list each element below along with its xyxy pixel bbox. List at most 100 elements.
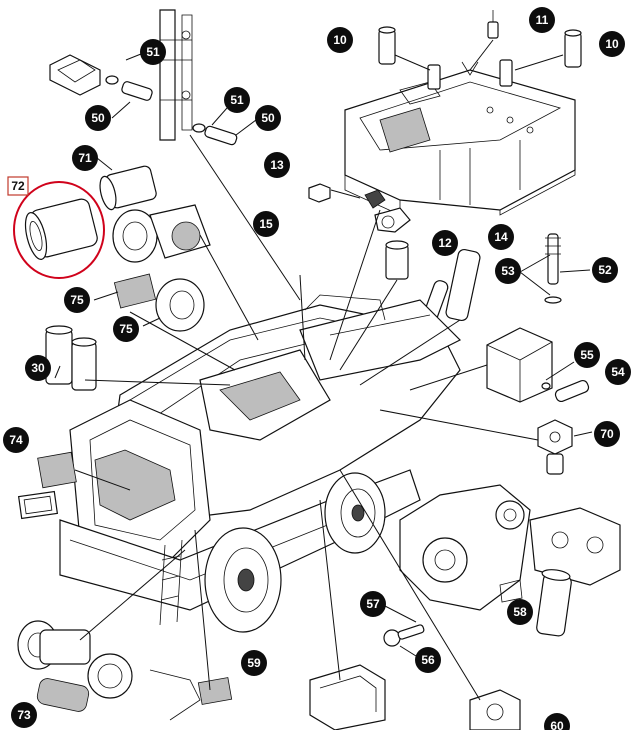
callout-71[interactable]: 71 (72, 145, 98, 171)
callout-circle (241, 650, 267, 676)
callout-50[interactable]: 50 (85, 105, 111, 131)
selection-ring (13, 181, 105, 279)
callout-circle (544, 713, 570, 730)
callout-50[interactable]: 50 (255, 105, 281, 131)
callout-circle (507, 599, 533, 625)
oil-filter-parts (45, 325, 97, 391)
callout-number: 59 (247, 656, 261, 670)
callout-number: 50 (91, 111, 105, 125)
callout-number: 54 (611, 365, 625, 379)
callout-circle (488, 224, 514, 250)
callout-number: 52 (598, 263, 612, 277)
leader-lines (74, 134, 539, 701)
callout-14[interactable]: 14 (488, 224, 514, 250)
callout-number: 71 (78, 151, 92, 165)
callout-number: 70 (600, 427, 614, 441)
callout-12[interactable]: 12 (432, 230, 458, 256)
callout-circle (253, 211, 279, 237)
callout-70[interactable]: 70 (594, 421, 620, 447)
callout-52[interactable]: 52 (592, 257, 618, 283)
callout-circle (113, 316, 139, 342)
callout-circle (415, 647, 441, 673)
callout-11[interactable]: 11 (529, 7, 555, 33)
callout-number: 11 (536, 13, 549, 27)
callout-number: 75 (119, 322, 133, 336)
callout-number: 57 (366, 597, 380, 611)
callout-circle (224, 87, 250, 113)
callout-circle (599, 31, 625, 57)
callout-circle (574, 342, 600, 368)
callout-13[interactable]: 13 (264, 152, 290, 178)
callout-circle (3, 427, 29, 453)
pre-cleaner-parts (17, 620, 133, 712)
callout-circle (255, 105, 281, 131)
selected-part-72[interactable]: 72 (7, 176, 105, 279)
exhaust-frame (159, 9, 193, 141)
fitting-group-top-left (49, 51, 153, 119)
callout-number: 60 (550, 719, 564, 730)
callout-59[interactable]: 59 (241, 650, 267, 676)
callout-circle (360, 591, 386, 617)
transmission-assembly (399, 484, 621, 637)
callout-54[interactable]: 54 (605, 359, 631, 385)
callout-number: 74 (9, 433, 23, 447)
selected-label-box (7, 176, 29, 196)
callout-74[interactable]: 74 (3, 427, 29, 453)
callout-51[interactable]: 51 (140, 39, 166, 65)
callout-55[interactable]: 55 (574, 342, 600, 368)
callout-circle (605, 359, 631, 385)
side-filter-parts (17, 451, 77, 520)
callout-30[interactable]: 30 (25, 355, 51, 381)
callout-60[interactable]: 60 (544, 713, 570, 730)
callout-58[interactable]: 58 (507, 599, 533, 625)
callout-10[interactable]: 10 (327, 27, 353, 53)
callout-75[interactable]: 75 (64, 287, 90, 313)
callout-circle (594, 421, 620, 447)
air-filter-parts (24, 157, 211, 263)
callout-51[interactable]: 51 (224, 87, 250, 113)
callout-number: 13 (270, 158, 284, 172)
callout-number: 12 (438, 236, 452, 250)
callout-number: 73 (17, 708, 31, 722)
callout-number: 14 (494, 230, 508, 244)
callout-circle (11, 702, 37, 728)
callout-number: 55 (580, 348, 594, 362)
callout-number: 56 (421, 653, 435, 667)
sleeve-parts (378, 10, 582, 71)
callout-number: 51 (146, 45, 160, 59)
callout-circle (264, 152, 290, 178)
callout-number: 15 (259, 217, 273, 231)
callout-circle (529, 7, 555, 33)
callout-number: 58 (513, 605, 527, 619)
wheels (204, 472, 386, 633)
callout-number: 53 (501, 264, 515, 278)
callout-57[interactable]: 57 (360, 591, 386, 617)
selected-label: 72 (11, 179, 25, 193)
bolt-parts (383, 605, 425, 657)
callout-circle (140, 39, 166, 65)
callout-10[interactable]: 10 (599, 31, 625, 57)
callout-circle (25, 355, 51, 381)
callout-56[interactable]: 56 (415, 647, 441, 673)
callout-circle (85, 105, 111, 131)
callout-circle (72, 145, 98, 171)
callout-circle (64, 287, 90, 313)
hydraulic-block-parts (486, 233, 591, 403)
callout-circle (327, 27, 353, 53)
intake-parts (93, 273, 205, 332)
engine-frame-assembly (344, 59, 576, 216)
callout-75[interactable]: 75 (113, 316, 139, 342)
callout-number: 10 (605, 37, 619, 51)
filter-parts-upper (308, 183, 481, 326)
callout-73[interactable]: 73 (11, 702, 37, 728)
bottom-center-parts (149, 664, 521, 730)
callout-53[interactable]: 53 (495, 258, 521, 284)
callout-number: 10 (333, 33, 347, 47)
callout-15[interactable]: 15 (253, 211, 279, 237)
callout-number: 75 (70, 293, 84, 307)
callout-circle (432, 230, 458, 256)
callout-circle (592, 257, 618, 283)
